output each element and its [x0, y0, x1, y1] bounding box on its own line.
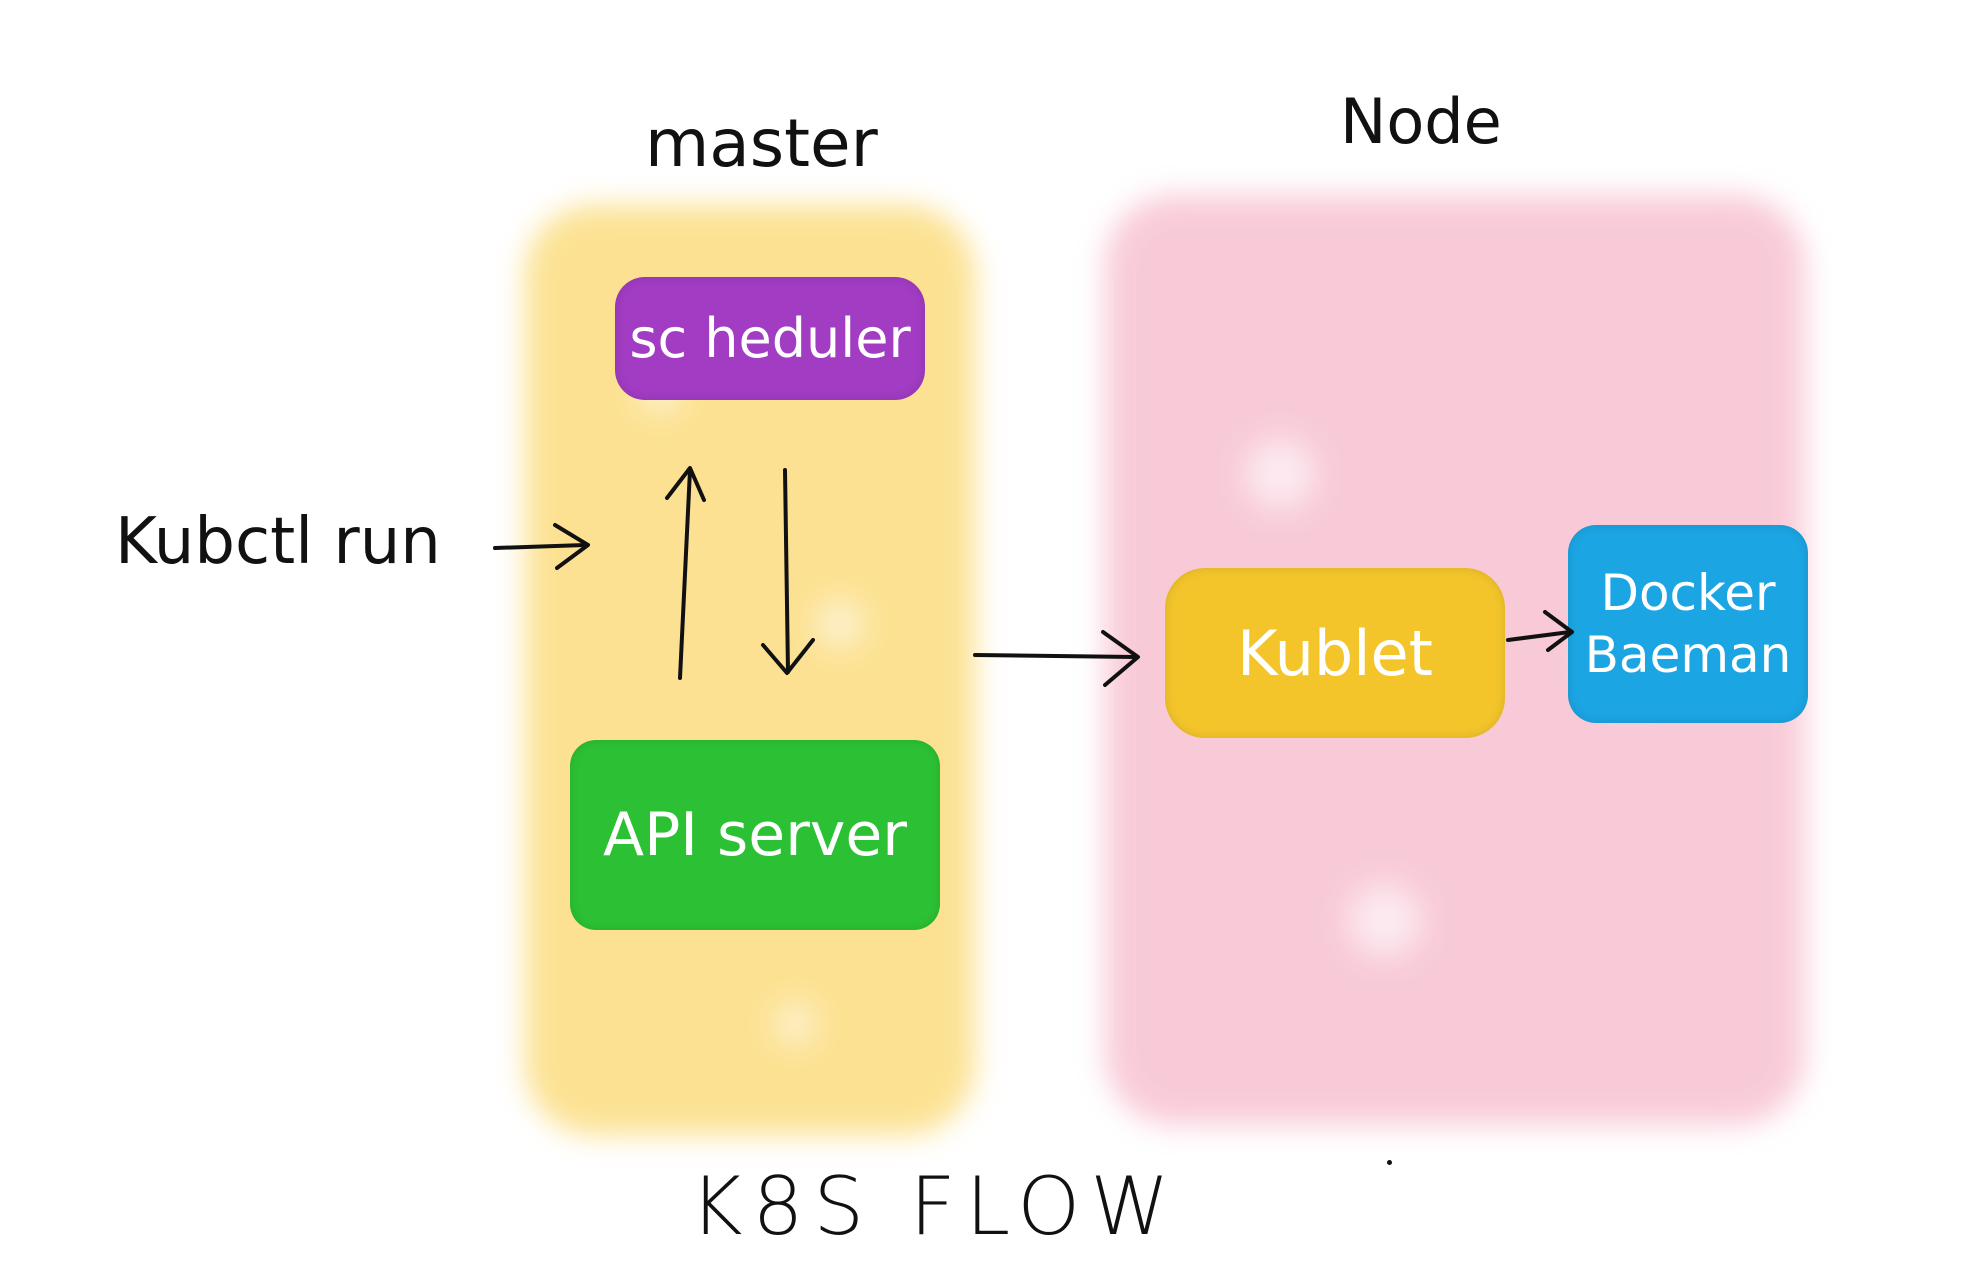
scheduler-box: sc heduler	[615, 277, 925, 400]
api-server-box: API server	[570, 740, 940, 930]
kubectl-run-label: Kubctl run	[115, 505, 441, 579]
arrow-master-to-kublet	[973, 630, 1140, 687]
stray-ink-dot	[1387, 1160, 1392, 1165]
diagram-title: K8S FLOW	[690, 1160, 1180, 1253]
node-title: Node	[1340, 85, 1502, 158]
master-title: master	[645, 105, 878, 182]
kublet-label: Kublet	[1237, 616, 1433, 690]
docker-label-line1: Docker	[1600, 563, 1776, 622]
docker-daemon-box: Docker Baeman	[1568, 525, 1808, 723]
arrow-scheduler-to-api	[761, 468, 815, 675]
docker-label-line2: Baeman	[1584, 626, 1792, 684]
kublet-box: Kublet	[1165, 568, 1505, 738]
scheduler-label: sc heduler	[629, 307, 911, 370]
arrow-kublet-to-docker	[1506, 610, 1574, 652]
api-server-label: API server	[603, 800, 907, 870]
arrow-api-to-scheduler	[665, 466, 706, 680]
arrow-kubectl-to-master	[493, 523, 590, 570]
